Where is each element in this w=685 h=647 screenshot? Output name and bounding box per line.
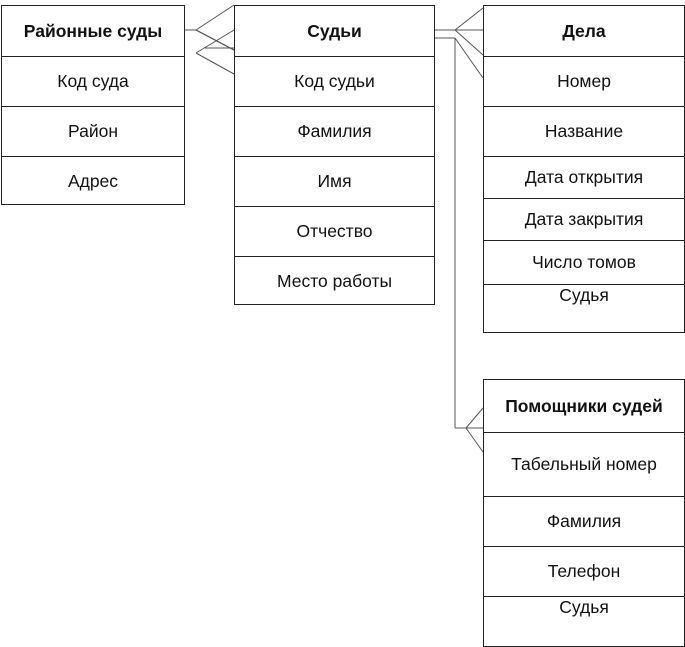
entity-assistants-title: Помощники судей bbox=[505, 395, 663, 416]
relationship-judges-cases bbox=[435, 7, 484, 79]
field-assistant-judge: Судья bbox=[484, 596, 684, 618]
field-phone: Телефон bbox=[484, 546, 684, 596]
field-district: Район bbox=[2, 106, 184, 156]
relationship-courts-judges bbox=[185, 4, 235, 75]
field-judge-code: Код судьи bbox=[235, 56, 434, 106]
field-assistant-surname: Фамилия bbox=[484, 496, 684, 546]
entity-cases[interactable]: Дела Номер Название Дата открытия Дата з… bbox=[483, 5, 685, 333]
field-close-date: Дата закрытия bbox=[484, 198, 684, 240]
field-workplace: Место работы bbox=[235, 256, 434, 306]
entity-cases-title: Дела bbox=[562, 20, 606, 41]
entity-judges-title: Судьи bbox=[307, 20, 362, 41]
field-address: Адрес bbox=[2, 156, 184, 206]
field-number: Номер bbox=[484, 56, 684, 106]
field-court-code: Код суда bbox=[2, 56, 184, 106]
field-case-name: Название bbox=[484, 106, 684, 156]
entity-courts[interactable]: Районные суды Код суда Район Адрес bbox=[1, 5, 185, 205]
relationship-judges-assistants bbox=[454, 38, 484, 453]
entity-courts-title: Районные суды bbox=[23, 20, 163, 41]
field-case-judge: Судья bbox=[484, 284, 684, 306]
entity-judges[interactable]: Судьи Код судьи Фамилия Имя Отчество Мес… bbox=[234, 5, 435, 305]
field-surname: Фамилия bbox=[235, 106, 434, 156]
field-volume-count: Число томов bbox=[484, 240, 684, 284]
field-open-date: Дата открытия bbox=[484, 156, 684, 198]
entity-assistants[interactable]: Помощники судей Табельный номер Фамилия … bbox=[483, 379, 685, 647]
field-patronymic: Отчество bbox=[235, 206, 434, 256]
field-name: Имя bbox=[235, 156, 434, 206]
field-personnel-number: Табельный номер bbox=[484, 432, 684, 496]
